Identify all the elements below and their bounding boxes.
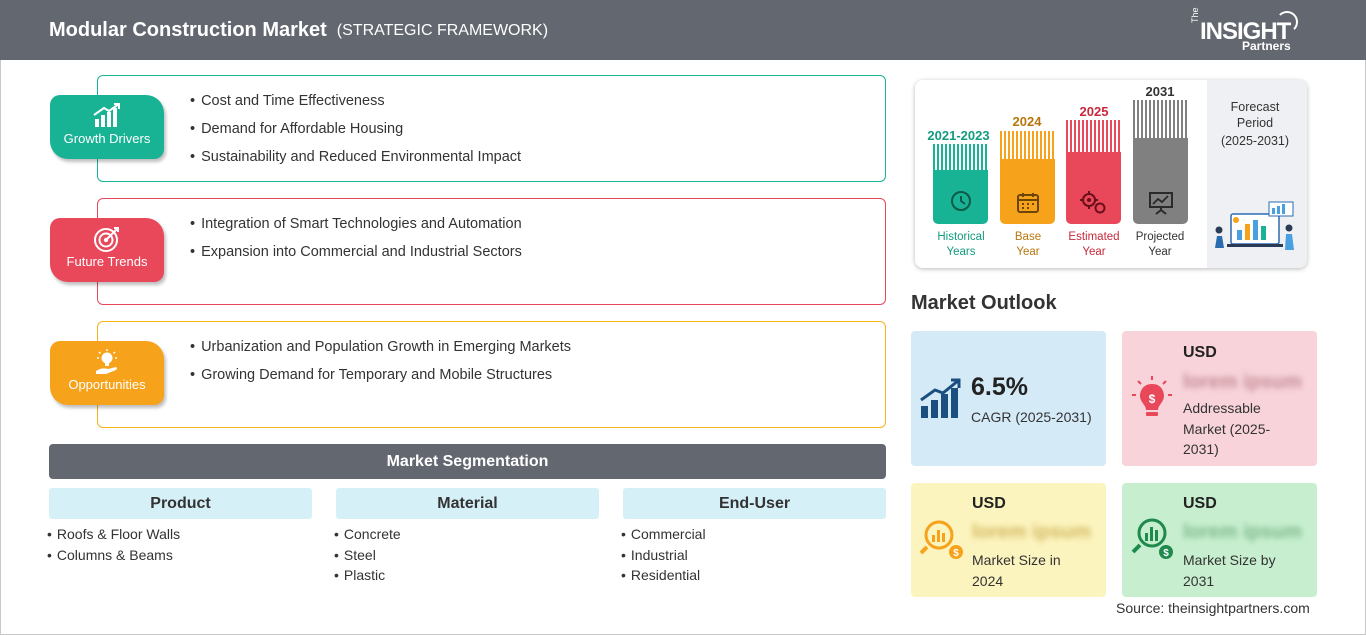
cagr-label: CAGR (2025-2031): [971, 409, 1092, 425]
size-2024-label: Market Size in 2024: [972, 552, 1061, 589]
segment-header-end-user: End-User: [623, 488, 886, 519]
tag-label: Future Trends: [66, 254, 148, 269]
list-item: Integration of Smart Technologies and Au…: [190, 216, 885, 244]
addressable-value-blurred: lorem ipsum: [1183, 371, 1302, 393]
lightbulb-dollar-icon: $: [1132, 376, 1172, 416]
size-2031-value-blurred: lorem ipsum: [1183, 521, 1302, 543]
market-size-2031-card: $ USD lorem ipsum Market Size by 2031: [1122, 483, 1317, 597]
bar-growth-icon: [93, 103, 120, 127]
currency-label: USD: [1183, 344, 1217, 361]
size-2031-label: Market Size by 2031: [1183, 552, 1276, 589]
svg-text:$: $: [1163, 548, 1169, 559]
svg-text:$: $: [953, 548, 959, 559]
cagr-value: 6.5%: [971, 373, 1028, 401]
timeline-year-base: 2024: [1012, 114, 1042, 129]
growth-chart-icon: [920, 378, 961, 418]
cagr-card: 6.5% CAGR (2025-2031): [911, 331, 1106, 466]
growth-drivers-box: Cost and Time Effectiveness Demand for A…: [97, 75, 886, 182]
size-2024-value-blurred: lorem ipsum: [972, 521, 1091, 543]
product-list: Roofs & Floor Walls Columns & Beams: [47, 526, 180, 567]
list-item: Roofs & Floor Walls: [47, 526, 180, 547]
end-user-list: Commercial Industrial Residential: [621, 526, 706, 588]
tag-label: Opportunities: [68, 377, 146, 392]
segment-header-product: Product: [49, 488, 312, 519]
magnifier-chart-dollar-icon: $: [1131, 518, 1173, 559]
list-item: Commercial: [621, 526, 706, 547]
target-icon: [94, 227, 119, 252]
timeline-year-historical: 2021-2023: [927, 128, 990, 143]
addressable-label: Addressable Market (2025-2031): [1183, 400, 1271, 457]
forecast-range: (2025-2031): [1220, 134, 1290, 148]
future-trends-box: Integration of Smart Technologies and Au…: [97, 198, 886, 305]
gears-icon: [1080, 191, 1106, 214]
addressable-market-card: $ USD lorem ipsum Addressable Market (20…: [1122, 331, 1317, 466]
page-title: Modular Construction Market: [49, 18, 327, 41]
forecast-period-panel: Forecast Period (2025-2031): [1207, 80, 1307, 268]
svg-text:$: $: [1149, 392, 1156, 406]
list-item: Expansion into Commercial and Industrial…: [190, 244, 885, 272]
timeline-year-projected: 2031: [1145, 84, 1175, 99]
list-item: Residential: [621, 567, 706, 588]
source-note: Source: theinsightpartners.com: [1116, 600, 1310, 616]
forecast-title: Forecast: [1230, 100, 1280, 114]
calendar-icon: [1017, 193, 1039, 213]
list-item: Demand for Affordable Housing: [190, 121, 885, 149]
analytics-people-icon: [1215, 201, 1294, 250]
list-item: Concrete: [334, 526, 401, 547]
currency-label: USD: [1183, 495, 1217, 512]
magnifier-dollar-icon: $: [919, 520, 963, 559]
segmentation-title: Market Segmentation: [49, 444, 886, 479]
opportunities-box: Urbanization and Population Growth in Em…: [97, 321, 886, 428]
list-item: Plastic: [334, 567, 401, 588]
header-bar: Modular Construction Market (STRATEGIC F…: [0, 0, 1366, 60]
market-size-2024-card: $ USD lorem ipsum Market Size in 2024: [911, 483, 1106, 597]
segment-header-material: Material: [336, 488, 599, 519]
presentation-icon: [1149, 192, 1173, 215]
list-item: Steel: [334, 547, 401, 568]
opportunities-tag: Opportunities: [50, 341, 164, 405]
growth-drivers-tag: Growth Drivers: [50, 95, 164, 159]
material-list: Concrete Steel Plastic: [334, 526, 401, 588]
list-item: Sustainability and Reduced Environmental…: [190, 149, 885, 177]
tag-label: Growth Drivers: [63, 131, 151, 146]
logo-arc-icon: [1276, 11, 1298, 33]
list-item: Cost and Time Effectiveness: [190, 93, 885, 121]
market-outlook-title: Market Outlook: [911, 292, 1057, 314]
list-item: Industrial: [621, 547, 706, 568]
page-subtitle: (STRATEGIC FRAMEWORK): [336, 22, 549, 39]
list-item: Urbanization and Population Growth in Em…: [190, 339, 885, 367]
insight-partners-logo[interactable]: The INSIGHT Partners: [1190, 7, 1310, 53]
lightbulb-hand-icon: [96, 349, 117, 374]
currency-label: USD: [972, 495, 1006, 512]
forecast-period-label: Period: [1236, 116, 1274, 130]
history-icon: [951, 191, 971, 211]
list-item: Columns & Beams: [47, 547, 180, 568]
timeline-year-estimated: 2025: [1079, 104, 1109, 119]
list-item: Growing Demand for Temporary and Mobile …: [190, 367, 885, 395]
timeline-panel: Forecast Period (2025-2031) 2021-2023 Hi…: [915, 80, 1307, 268]
future-trends-tag: Future Trends: [50, 218, 164, 282]
